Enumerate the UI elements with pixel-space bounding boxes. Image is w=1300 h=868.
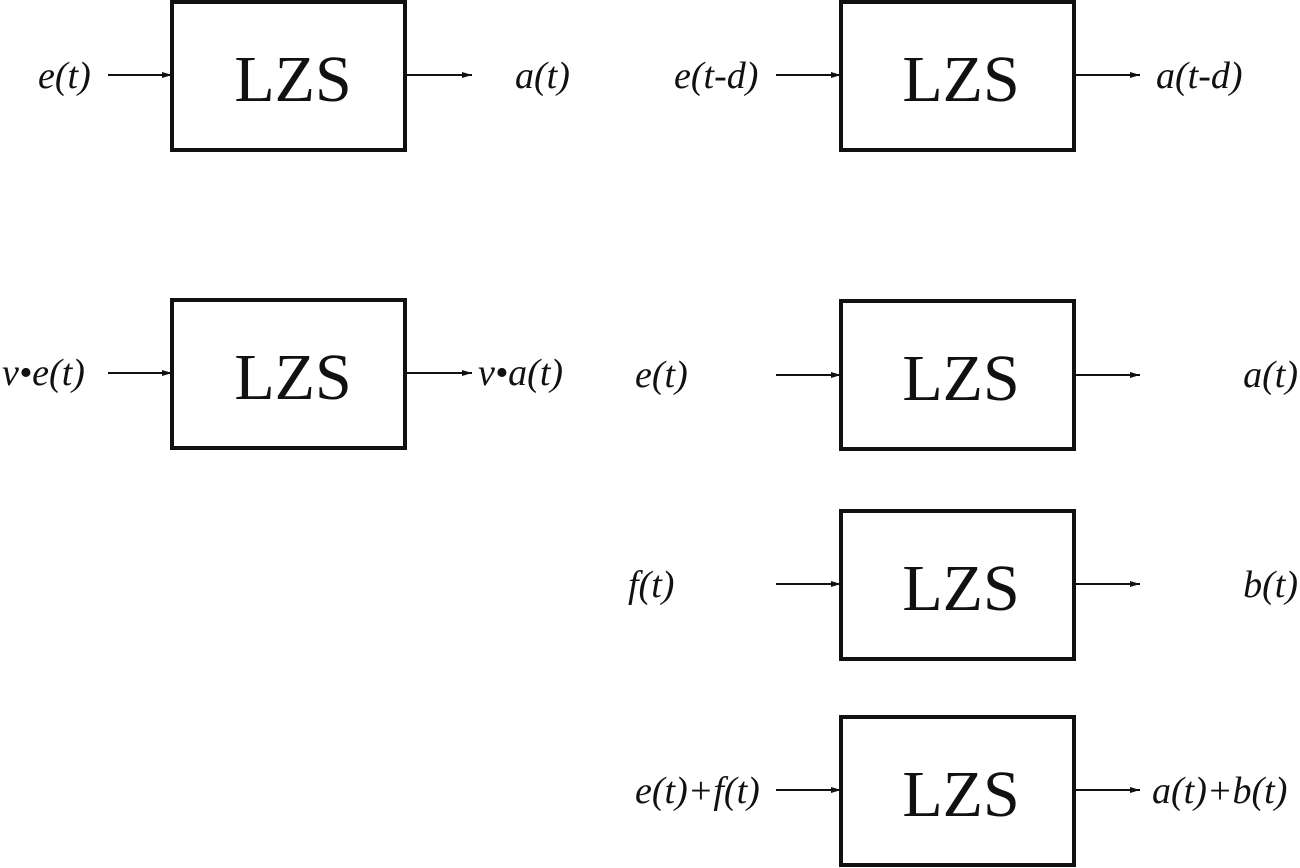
block-time-shift: e(t-d) LZS a(t-d) xyxy=(674,0,1243,152)
block-superposition-f: f(t) LZS b(t) xyxy=(628,509,1298,661)
lzs-box-label: LZS xyxy=(902,43,1019,116)
output-signal-label: a(t) xyxy=(515,55,570,97)
output-signal-label: a(t)+b(t) xyxy=(1152,770,1287,812)
output-signal-label: b(t) xyxy=(1243,564,1298,606)
block-homogeneity-base: e(t) LZS a(t) xyxy=(38,0,570,152)
output-signal-label: v•a(t) xyxy=(478,352,563,394)
input-signal-label: e(t) xyxy=(38,55,91,97)
lzs-box-label: LZS xyxy=(234,341,351,414)
input-signal-label: f(t) xyxy=(628,564,674,606)
lzs-box-label: LZS xyxy=(902,552,1019,625)
block-superposition-e: e(t) LZS a(t) xyxy=(635,299,1298,451)
block-superposition-sum: e(t)+f(t) LZS a(t)+b(t) xyxy=(635,715,1287,867)
input-signal-label: e(t) xyxy=(635,354,688,396)
lzs-box-label: LZS xyxy=(902,342,1019,415)
input-signal-label: v•e(t) xyxy=(2,352,85,394)
input-signal-label: e(t-d) xyxy=(674,55,758,97)
block-homogeneity-scaled: v•e(t) LZS v•a(t) xyxy=(2,298,563,450)
lzs-box-label: LZS xyxy=(234,43,351,116)
lzs-box-label: LZS xyxy=(902,758,1019,831)
input-signal-label: e(t)+f(t) xyxy=(635,770,760,812)
output-signal-label: a(t) xyxy=(1243,354,1298,396)
output-signal-label: a(t-d) xyxy=(1156,55,1243,97)
